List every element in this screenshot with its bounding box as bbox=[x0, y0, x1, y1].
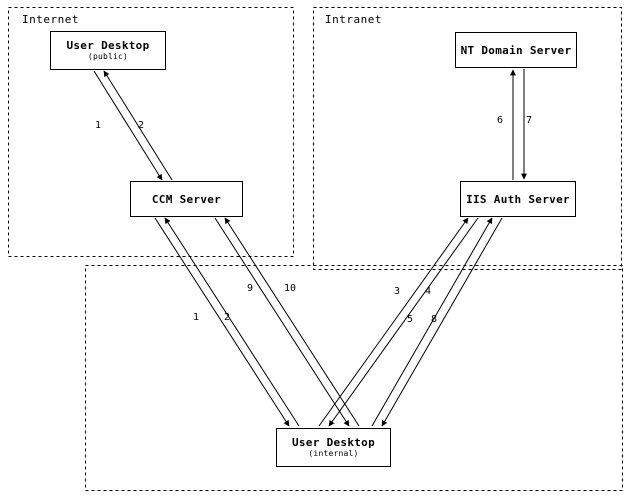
flow-label-3: 3 bbox=[394, 286, 401, 297]
edge-internal-desktop-iis-34 bbox=[318, 217, 479, 427]
zone-rect-intranet bbox=[313, 7, 622, 270]
zone-label-intranet: Intranet bbox=[325, 13, 382, 26]
flow-label-10: 10 bbox=[284, 283, 297, 294]
flow-label-8: 8 bbox=[431, 314, 438, 325]
node-title: CCM Server bbox=[151, 192, 222, 206]
flow-label-4: 4 bbox=[425, 286, 432, 297]
node-user-desktop-internal[interactable]: User Desktop (internal) bbox=[276, 428, 391, 467]
flow-label-9: 9 bbox=[247, 283, 254, 294]
node-subtitle: (internal) bbox=[308, 449, 359, 458]
zone-rect-internal bbox=[85, 265, 623, 491]
node-ccm-server[interactable]: CCM Server bbox=[130, 181, 243, 217]
node-nt-domain-server[interactable]: NT Domain Server bbox=[455, 32, 577, 68]
flow-label-2-public: 2 bbox=[138, 120, 145, 131]
flow-label-2-internal: 2 bbox=[224, 312, 231, 323]
edge-internal-desktop-ccm-12 bbox=[154, 217, 300, 427]
node-user-desktop-public[interactable]: User Desktop (public) bbox=[50, 31, 166, 70]
edge-public-desktop-ccm bbox=[93, 70, 173, 181]
edge-internal-desktop-iis-58 bbox=[371, 217, 503, 427]
node-title: IIS Auth Server bbox=[466, 192, 570, 206]
flow-label-1-public: 1 bbox=[95, 120, 102, 131]
node-title: User Desktop bbox=[291, 436, 376, 449]
zone-outlines bbox=[8, 7, 623, 491]
flow-label-1-internal: 1 bbox=[193, 312, 200, 323]
edge-iis-nt-domain bbox=[510, 69, 527, 180]
node-title: NT Domain Server bbox=[460, 43, 572, 57]
node-title: User Desktop bbox=[66, 39, 150, 52]
node-subtitle: (public) bbox=[87, 52, 129, 61]
zone-rect-internet bbox=[8, 7, 294, 257]
edge-internal-desktop-ccm-910 bbox=[214, 217, 360, 427]
node-iis-auth-server[interactable]: IIS Auth Server bbox=[460, 181, 576, 217]
flow-label-6: 6 bbox=[497, 115, 504, 126]
zone-label-internet: Internet bbox=[22, 13, 79, 26]
flow-label-7: 7 bbox=[526, 115, 533, 126]
flow-label-5: 5 bbox=[407, 314, 414, 325]
